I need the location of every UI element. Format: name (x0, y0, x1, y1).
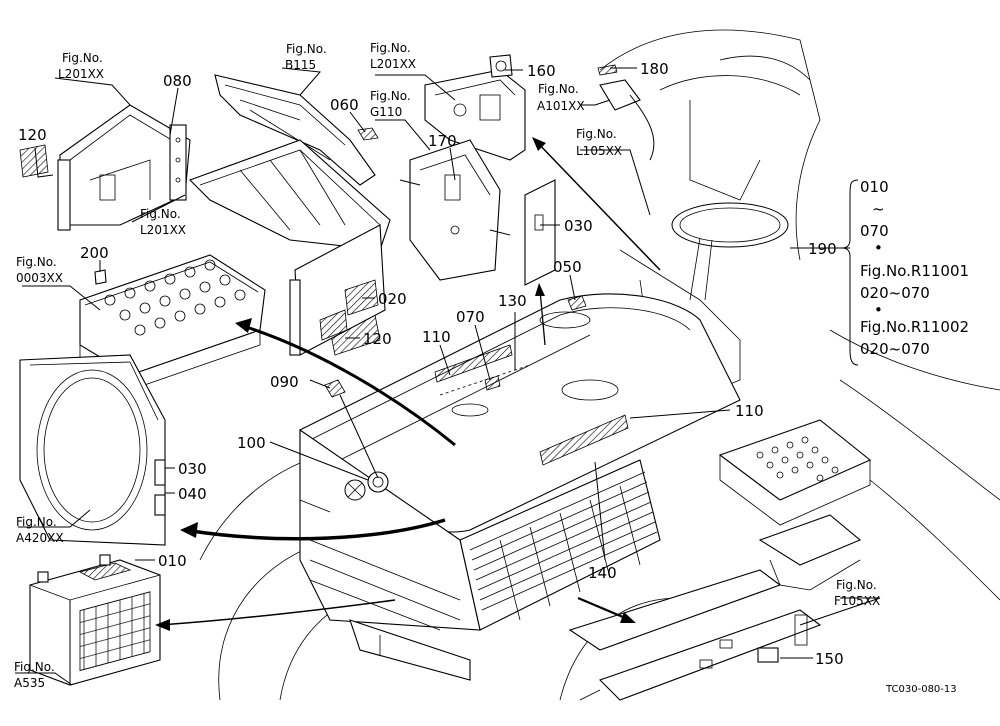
part-120-mid: 120 (363, 330, 392, 348)
leader-lines (15, 67, 881, 686)
group-190-line4: Fig.No.R11001 (860, 262, 969, 280)
battery (29, 554, 161, 686)
frame-parts (699, 614, 808, 669)
fig-ref-0003-fig: Fig.No. (16, 255, 57, 269)
part-040: 040 (178, 485, 207, 503)
fig-ref-a101-code: A101XX (537, 99, 585, 113)
fig-ref-l201-top-fig: Fig.No. (62, 51, 103, 65)
part-180: 180 (640, 60, 669, 78)
group-190-line2: ~ (872, 200, 885, 218)
fig-ref-a535-code: A535 (14, 676, 45, 690)
fig-ref-g110-code: G110 (370, 105, 402, 119)
group-190-dot1: • (874, 239, 883, 257)
fig-ref-f105-code: F105XX (834, 594, 880, 608)
group-190-brace (841, 179, 859, 366)
part-190: 190 (808, 240, 837, 258)
part-050: 050 (553, 258, 582, 276)
group-190-dot2: • (874, 301, 883, 319)
fig-ref-l201-low-fig: Fig.No. (140, 207, 181, 221)
fig-ref-g110-fig: Fig.No. (370, 89, 411, 103)
part-130: 130 (498, 292, 527, 310)
part-030-upper: 030 (564, 217, 593, 235)
fan-shroud (19, 354, 166, 546)
fig-ref-b115-code: B115 (285, 58, 316, 72)
fig-ref-l105-fig: Fig.No. (576, 127, 617, 141)
grille-lines (469, 471, 658, 621)
group-190-line6: Fig.No.R11002 (860, 318, 969, 336)
fig-ref-l201-top-code: L201XX (58, 67, 104, 81)
part-020: 020 (378, 290, 407, 308)
part-010: 010 (158, 552, 187, 570)
part-060: 060 (330, 96, 359, 114)
fig-ref-l201-mid-fig: Fig.No. (370, 41, 411, 55)
plate-050 (567, 295, 587, 311)
group-190-line1: 010 (860, 178, 889, 196)
cable-180 (597, 64, 655, 161)
part-150: 150 (815, 650, 844, 668)
part-090: 090 (270, 373, 299, 391)
fig-ref-b115-fig: Fig.No. (286, 42, 327, 56)
part-number-labels: 120 080 060 160 180 170 030 050 200 020 … (18, 60, 844, 668)
part-140: 140 (588, 564, 617, 582)
part-110-left: 110 (422, 328, 451, 346)
dash-brackets (399, 54, 556, 286)
part-120-top: 120 (18, 126, 47, 144)
part-170: 170 (428, 132, 457, 150)
fig-ref-f105-fig: Fig.No. (836, 578, 877, 592)
head-bolts (104, 259, 246, 336)
drawing-code: TC030-080-13 (885, 684, 957, 695)
fig-ref-a420-fig: Fig.No. (16, 515, 57, 529)
fig-ref-a420-code: A420XX (16, 531, 64, 545)
fig-ref-0003-code: 0003XX (16, 271, 63, 285)
part-110-right: 110 (735, 402, 764, 420)
step-holes (756, 436, 839, 482)
fig-ref-a535-fig: Fig.No. (14, 660, 55, 674)
assembly-arrows (155, 137, 661, 631)
part-100: 100 (237, 434, 266, 452)
group-190-line5: 020~070 (860, 284, 930, 302)
hood-assembly (299, 293, 741, 681)
plate-090 (324, 379, 346, 398)
part-200: 200 (80, 244, 109, 262)
fig-ref-l105-code: L105XX (576, 144, 622, 158)
figure-reference-labels: Fig.No. L201XX Fig.No. B115 Fig.No. L201… (14, 41, 880, 690)
upper-hood-panel (189, 74, 391, 356)
part-070: 070 (456, 308, 485, 326)
plate-070 (484, 375, 501, 391)
part-160: 160 (527, 62, 556, 80)
part-080: 080 (163, 72, 192, 90)
part-030-lower: 030 (178, 460, 207, 478)
group-190-list: 010 ~ 070 • Fig.No.R11001 020~070 • Fig.… (860, 178, 969, 358)
fig-ref-l201-mid-code: L201XX (370, 57, 416, 71)
group-190-line7: 020~070 (860, 340, 930, 358)
fig-ref-a101-fig: Fig.No. (538, 82, 579, 96)
fig-ref-l201-low-code: L201XX (140, 223, 186, 237)
group-190-line3: 070 (860, 222, 889, 240)
